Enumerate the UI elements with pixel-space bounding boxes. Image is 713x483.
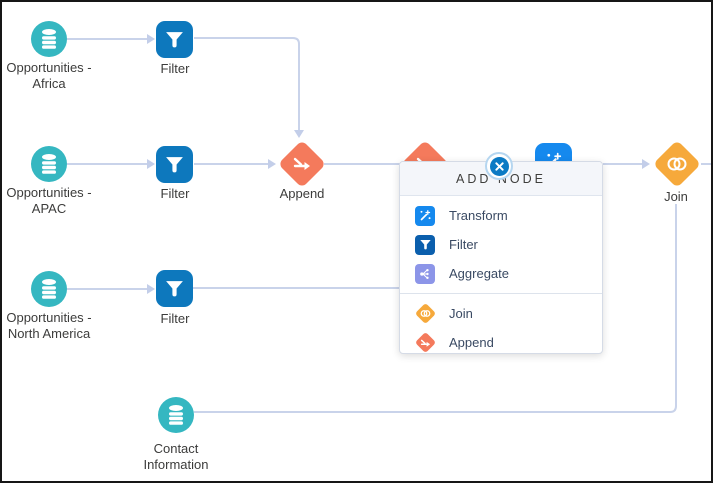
node-label: Filter: [160, 61, 190, 76]
append-icon: [293, 157, 310, 170]
node-label: Join: [614, 189, 711, 205]
filter-icon: [166, 32, 183, 48]
node-source-na[interactable]: [31, 271, 67, 307]
node-source-apac[interactable]: [31, 146, 67, 182]
append-icon: [414, 331, 436, 353]
node-join-1[interactable]: [652, 139, 702, 189]
menu-item-filter[interactable]: Filter: [400, 230, 602, 259]
menu-item-aggregate[interactable]: Aggregate: [400, 259, 602, 288]
edge-contact-to-join: [194, 202, 677, 413]
database-icon: [42, 29, 56, 49]
node-label: Filter: [160, 311, 190, 326]
aggregate-icon: [415, 263, 435, 284]
add-node-popup: ADD NODE Transform Filter Aggregate Join: [399, 161, 603, 354]
filter-icon: [166, 157, 183, 173]
close-icon: [489, 156, 509, 176]
node-label: Opportunities -Africa: [6, 60, 92, 91]
join-icon: [414, 302, 436, 325]
join-icon: [667, 157, 687, 171]
menu-separator: [400, 293, 602, 294]
menu-item-join[interactable]: Join: [400, 299, 602, 328]
database-icon: [42, 154, 56, 174]
transform-icon: [415, 205, 435, 226]
database-icon: [42, 279, 56, 299]
database-icon: [169, 405, 183, 425]
menu-item-append[interactable]: Append: [400, 328, 602, 353]
add-node-menu: Transform Filter Aggregate Join Append: [400, 196, 602, 353]
node-append-1[interactable]: [277, 139, 327, 189]
filter-icon: [415, 234, 435, 255]
edge-filter-africa-to-append: [194, 37, 300, 130]
node-source-africa[interactable]: [31, 21, 67, 57]
node-label: Filter: [160, 186, 190, 201]
node-filter-na[interactable]: [156, 270, 193, 307]
node-label: Opportunities -North America: [6, 310, 92, 341]
node-label: Append: [279, 186, 325, 201]
node-label: Opportunities -APAC: [6, 185, 92, 216]
close-add-node-button[interactable]: [485, 152, 513, 180]
node-source-contact[interactable]: [158, 397, 194, 433]
menu-item-transform[interactable]: Transform: [400, 201, 602, 230]
node-filter-apac[interactable]: [156, 146, 193, 183]
filter-icon: [166, 281, 183, 297]
node-filter-africa[interactable]: [156, 21, 193, 58]
